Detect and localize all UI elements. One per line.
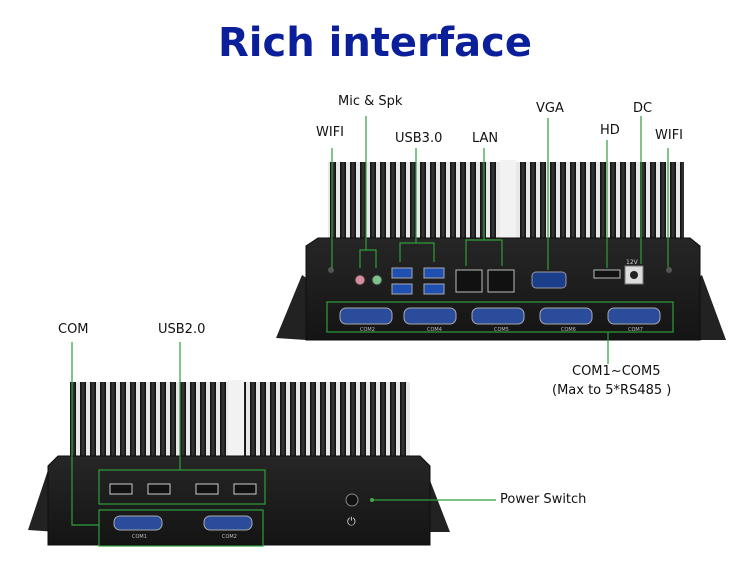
svg-text:⏻: ⏻ bbox=[347, 515, 356, 528]
power-led bbox=[370, 498, 374, 502]
label-wifi-left: WIFI bbox=[316, 125, 344, 140]
usb30-port bbox=[423, 267, 445, 279]
label-mic-spk: Mic & Spk bbox=[338, 94, 403, 109]
label-lan: LAN bbox=[472, 131, 499, 146]
page-title: Rich interface bbox=[217, 20, 533, 66]
rear-callouts bbox=[326, 116, 674, 364]
com-port bbox=[539, 307, 593, 325]
mic-jack bbox=[354, 274, 366, 286]
lan-port bbox=[487, 269, 515, 293]
com2-front-label: COM2 bbox=[222, 534, 237, 540]
com6-label: COM6 bbox=[561, 327, 576, 333]
com7-label: COM7 bbox=[628, 327, 643, 333]
front-unit: COM1 COM2 ⏻ bbox=[28, 380, 450, 546]
wifi-antenna-left bbox=[328, 267, 334, 273]
usb20-port bbox=[195, 483, 219, 495]
com-port bbox=[471, 307, 525, 325]
com2-label: COM2 bbox=[360, 327, 375, 333]
vga-port bbox=[531, 271, 567, 289]
usb20-outline bbox=[98, 469, 266, 505]
com-front-outline bbox=[98, 509, 264, 547]
label-power-switch: Power Switch bbox=[500, 492, 587, 507]
usb30-port bbox=[391, 283, 413, 295]
label-hd: HD bbox=[600, 123, 620, 138]
com4-label: COM4 bbox=[427, 327, 442, 333]
front-callouts bbox=[71, 342, 496, 547]
com-port bbox=[403, 307, 457, 325]
rear-unit: 12V COM2 COM4 COM5 COM6 COM7 bbox=[276, 160, 726, 341]
label-com1-com5: COM1~COM5 bbox=[572, 364, 661, 379]
com1-port bbox=[113, 515, 163, 531]
com-port bbox=[607, 307, 661, 325]
lan-port bbox=[455, 269, 483, 293]
com1-label: COM1 bbox=[132, 534, 147, 540]
label-wifi-right: WIFI bbox=[655, 128, 683, 143]
usb30-port bbox=[391, 267, 413, 279]
usb30-port bbox=[423, 283, 445, 295]
com5-label: COM5 bbox=[494, 327, 509, 333]
label-usb30: USB3.0 bbox=[395, 131, 443, 146]
speaker-jack bbox=[371, 274, 383, 286]
label-max-rs485: (Max to 5*RS485 ) bbox=[552, 383, 672, 398]
label-com: COM bbox=[58, 322, 89, 337]
power-button bbox=[345, 493, 359, 507]
hdmi-port bbox=[593, 269, 621, 279]
com-row-rear: COM2 COM4 COM5 COM6 COM7 bbox=[339, 307, 661, 333]
usb20-port bbox=[147, 483, 171, 495]
label-vga: VGA bbox=[536, 101, 564, 116]
com-row-outline bbox=[326, 301, 674, 333]
label-usb20: USB2.0 bbox=[158, 322, 206, 337]
label-dc: DC bbox=[633, 101, 653, 116]
usb20-port bbox=[233, 483, 257, 495]
com-port bbox=[339, 307, 393, 325]
usb20-port bbox=[109, 483, 133, 495]
com2-port bbox=[203, 515, 253, 531]
wifi-antenna-right bbox=[666, 267, 672, 273]
dc-voltage-label: 12V bbox=[626, 259, 639, 266]
